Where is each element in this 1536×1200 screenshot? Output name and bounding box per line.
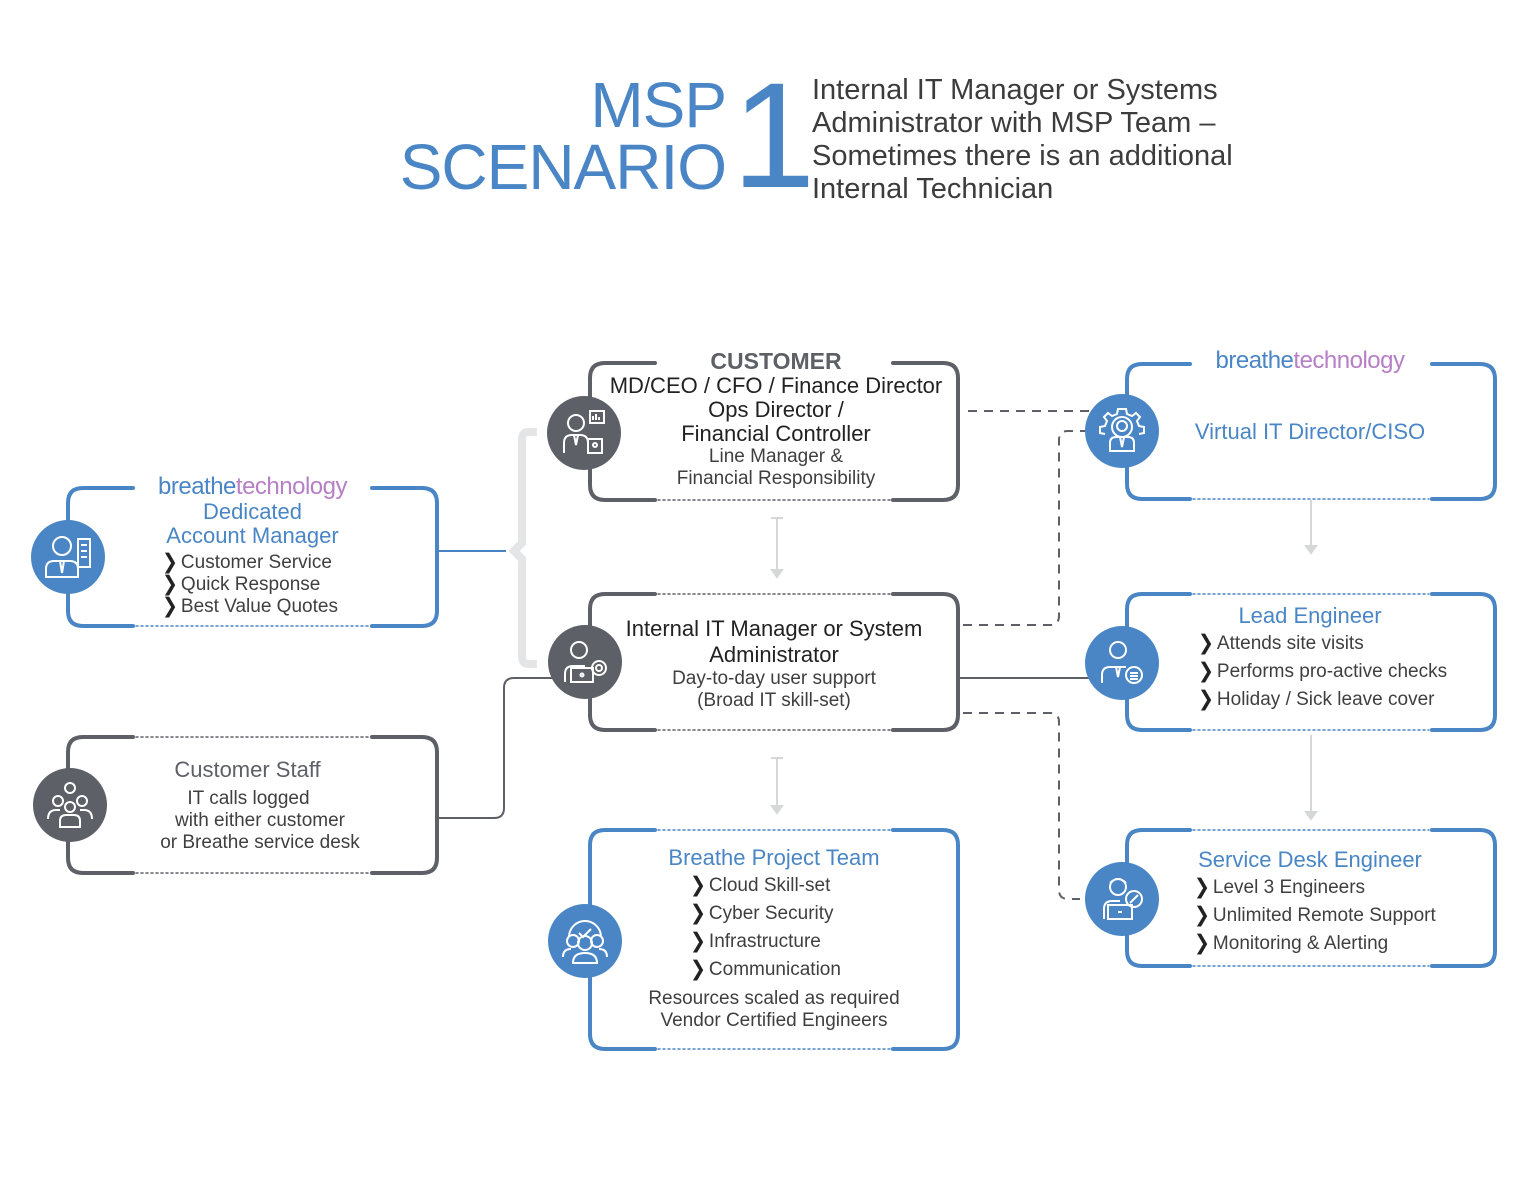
service-desk-node: Service Desk Engineer ❯Level 3 Engineers… — [1150, 848, 1470, 958]
customer-role-line: MD/CEO / CFO / Finance Director — [609, 373, 943, 398]
project-team-node: Breathe Project Team ❯Cloud Skill-set ❯C… — [598, 846, 950, 1032]
list-item: ❯Attends site visits — [1198, 630, 1470, 658]
customer-staff-node: Customer Staff IT calls logged with eith… — [100, 758, 420, 854]
chevron-right-icon: ❯ — [1194, 875, 1210, 899]
list-item: ❯Holiday / Sick leave cover — [1198, 686, 1470, 714]
lead-engineer-node: Lead Engineer ❯Attends site visits ❯Perf… — [1150, 604, 1470, 714]
customer-sub-line: Line Manager & — [708, 446, 844, 467]
engineer-gear-icon — [1085, 626, 1159, 700]
chevron-right-icon: ❯ — [162, 572, 178, 596]
account-manager-title: Account Manager — [166, 523, 339, 548]
internal-it-sub-line: (Broad IT skill-set) — [697, 690, 851, 711]
subtitle-line: Internal Technician — [812, 173, 1054, 205]
chevron-right-icon: ❯ — [1198, 659, 1214, 683]
customer-staff-line: or Breathe service desk — [160, 832, 360, 853]
staff-to-internal-it-connector — [437, 677, 554, 819]
chevron-right-icon: ❯ — [690, 901, 706, 925]
list-item: ❯Unlimited Remote Support — [1194, 902, 1470, 930]
list-item: ❯Monitoring & Alerting — [1194, 930, 1470, 958]
dashed-connectors — [963, 410, 1092, 900]
chevron-right-icon: ❯ — [690, 957, 706, 981]
customer-heading: CUSTOMER — [710, 348, 842, 374]
service-desk-box-frame — [1125, 828, 1497, 968]
title-line-scenario: SCENARIO — [399, 131, 727, 203]
list-item: ❯Customer Service — [162, 550, 332, 574]
account-manager-title: Dedicated — [202, 499, 303, 524]
list-item: ❯Infrastructure — [690, 928, 950, 956]
page-title: MSP SCENARIO — [399, 69, 727, 203]
title-line-msp: MSP — [590, 69, 727, 141]
subtitle-line: Internal IT Manager or Systems — [812, 74, 1218, 106]
customer-staff-line: IT calls logged — [187, 788, 310, 809]
chevron-right-icon: ❯ — [162, 550, 178, 574]
list-item: ❯Best Value Quotes — [162, 594, 338, 618]
customer-staff-title: Customer Staff — [174, 757, 321, 782]
chevron-right-icon: ❯ — [690, 873, 706, 897]
list-item: ❯Quick Response — [162, 572, 321, 596]
virtual-director-title: Virtual IT Director/CISO — [1194, 419, 1426, 444]
account-manager-icon — [31, 520, 105, 594]
internal-it-sub-line: Day-to-day user support — [672, 668, 876, 689]
list-item: ❯Level 3 Engineers — [1194, 874, 1470, 902]
service-desk-title: Service Desk Engineer — [1198, 847, 1422, 872]
chevron-right-icon: ❯ — [1198, 631, 1214, 655]
subtitle-line: Sometimes there is an additional — [812, 140, 1233, 172]
list-item: ❯Communication — [690, 956, 950, 984]
chevron-right-icon: ❯ — [1198, 687, 1214, 711]
chevron-right-icon: ❯ — [162, 594, 178, 618]
customer-role-line: Ops Director / — [708, 397, 844, 422]
breathe-technology-logo: breathetechnology — [1215, 347, 1406, 374]
customer-node: CUSTOMER MD/CEO / CFO / Finance Director… — [598, 348, 954, 490]
internal-it-title: Administrator — [709, 642, 839, 667]
lead-engineer-title: Lead Engineer — [1238, 603, 1382, 628]
flow-arrows — [770, 500, 1318, 821]
internal-it-node: Internal IT Manager or System Administra… — [598, 616, 950, 712]
gear-person-icon — [1085, 394, 1159, 468]
customer-staff-line: with either customer — [174, 810, 345, 831]
customer-sub-line: Financial Responsibility — [676, 468, 876, 489]
staff-group-icon — [33, 768, 107, 842]
lead-engineer-box-frame — [1125, 592, 1497, 732]
chevron-right-icon: ❯ — [1194, 903, 1210, 927]
chevron-right-icon: ❯ — [1194, 931, 1210, 955]
list-item: ❯Cloud Skill-set — [690, 872, 950, 900]
list-item: ❯Cyber Security — [690, 900, 950, 928]
project-team-footer-line: Resources scaled as required — [648, 988, 900, 1009]
subtitle-line: Administrator with MSP Team – — [812, 107, 1216, 139]
support-wrench-icon — [1085, 862, 1159, 936]
chevron-right-icon: ❯ — [690, 929, 706, 953]
breathe-technology-logo: breathetechnology — [158, 473, 348, 500]
account-manager-node: breathetechnology Dedicated Account Mana… — [100, 473, 405, 619]
project-team-footer-line: Vendor Certified Engineers — [660, 1010, 888, 1031]
project-team-title: Breathe Project Team — [668, 845, 880, 870]
it-admin-laptop-gear-icon — [548, 625, 622, 699]
scenario-number: 1 — [732, 51, 816, 219]
team-clock-icon — [548, 904, 622, 978]
virtual-director-node: breathetechnology Virtual IT Director/CI… — [1150, 348, 1470, 444]
internal-it-title: Internal IT Manager or System — [625, 616, 923, 641]
list-item: ❯Performs pro-active checks — [1198, 658, 1470, 686]
customer-role-line: Financial Controller — [681, 421, 871, 446]
executive-report-icon — [547, 396, 621, 470]
customer-group-bracket — [508, 428, 537, 668]
scenario-subtitle: Internal IT Manager or Systems Administr… — [812, 74, 1233, 206]
